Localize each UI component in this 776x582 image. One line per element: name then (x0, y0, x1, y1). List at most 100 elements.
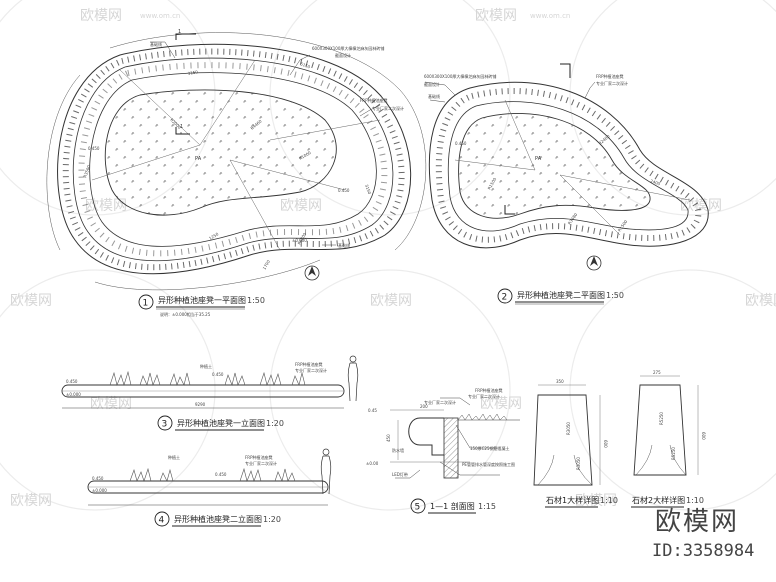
section-number-circle (410, 498, 426, 514)
elevation1-person-icon (347, 355, 359, 402)
detail2-dim: 600 (701, 432, 706, 440)
watermark-brand: 欧模网 (480, 396, 522, 412)
plan1-label-tile: 600X300X100厚大樟樟芝麻灰园林砖铺 (312, 45, 384, 51)
detail1-dim: R3050 (576, 457, 581, 470)
detail1-dim: R3050 (566, 422, 571, 435)
elevation1-level0: ±0.000 (66, 392, 81, 397)
elevation1-scale: 1:20 (266, 419, 284, 428)
watermark-badge: 欧模网 ID:3358984 (652, 507, 754, 561)
watermark-brand: 欧模网 (680, 198, 722, 214)
watermark-badge-brand: 欧模网 (655, 507, 739, 537)
elevation2-number: 4 (159, 516, 165, 526)
plan1-north-arrow-icon (304, 265, 320, 281)
plan1-planting-bed (104, 89, 337, 216)
plan1-dim: R3500 (82, 164, 91, 178)
plan1-dim: 5150 (300, 61, 312, 69)
detail2-dim: R5250 (671, 447, 676, 460)
section-dim-height: 450 (386, 434, 391, 442)
elevation1-drawing: 9290 0.450 ±0.000 0.450 种植土 FRP种植池座凳 专业厂… (61, 355, 359, 431)
plan1-dim: 3150 (187, 69, 198, 76)
section-label-frp2: 专业厂家二次深计 (468, 393, 500, 399)
plan2-north-arrow-icon (586, 255, 602, 271)
plan1-tile-ring (72, 57, 394, 262)
detail1-dim: 600 (603, 440, 608, 448)
section-label-frp3: 专业厂家二次深计 (424, 399, 456, 405)
plan1-section-mark-label: 1 (178, 29, 181, 35)
elevation2-person-icon (320, 448, 332, 495)
plan1-label-frp2: 专业厂家二次深计 (372, 105, 404, 111)
watermark-url: www.om.cn (530, 12, 570, 20)
watermark-brand: 欧模网 (370, 293, 412, 309)
watermark-brand: 欧模网 (10, 293, 52, 309)
section-number: 5 (415, 503, 421, 513)
plan1-dim: R4800 (297, 231, 308, 245)
plan1-dim: 3150 (364, 184, 372, 196)
plan1-title: 异形种植池座凳一平面图 (158, 295, 246, 305)
plan2-number: 2 (502, 293, 508, 303)
plan1-label-edge: 基础线 (150, 41, 162, 47)
plan1-label-tile2: 截面设计 (335, 52, 351, 58)
watermark-url: www.om.cn (140, 12, 180, 20)
section-frp-seat (408, 417, 444, 456)
elevation2-label-frp2: 专业厂家二次深计 (245, 460, 277, 466)
watermark-brand: 欧模网 (745, 293, 776, 309)
watermark-brand: 欧模网 (475, 8, 517, 24)
plan1-outer-outline (57, 43, 412, 275)
plan2-dim: 0.450 (455, 141, 467, 146)
plan2-label-tile: 600X300X100厚大樟樟芝麻灰园林砖铺 (424, 73, 496, 79)
elevation1-label-frp: FRP种植池座凳 (295, 361, 323, 367)
plan2-number-circle (497, 288, 513, 304)
section-drawing: 0.45 ±0.00 450 200 FRP种植池座凳 专业厂家二次深计 专业厂… (366, 387, 520, 514)
elevation2-plants (129, 467, 296, 482)
detail2-scale: 1:10 (686, 496, 704, 505)
plan1-section-mark (175, 33, 196, 135)
plan2-label-tile2: 截面设计 (424, 81, 440, 87)
elevation1-label-plant: 种植土 (200, 363, 212, 369)
section-label-frp: FRP种植池座凳 (475, 387, 503, 393)
plan2-dim: R1500 (617, 219, 629, 233)
watermark-brand: 欧模网 (90, 396, 132, 412)
elevation1-plants (109, 370, 306, 387)
plan2-label-frp2: 专业厂家二次深计 (596, 80, 628, 86)
plan1-number-circle (138, 294, 154, 310)
plan1-number: 1 (143, 299, 149, 309)
plan1-note: 说明：±0.000相当于35.25 (160, 311, 211, 317)
detail1-title: 石材1大样详图 (546, 495, 599, 505)
elevation1-label-frp2: 专业厂家二次深计 (295, 367, 327, 373)
watermark-brand: 欧模网 (80, 8, 122, 24)
elevation2-level0: ±0.000 (92, 488, 107, 493)
plan2-dim: R3480 (567, 212, 579, 226)
elevation2-level-label: 0.450 (215, 472, 227, 477)
detail2-dim: 275 (653, 370, 661, 375)
elevation2-level: 0.450 (92, 476, 104, 481)
section-label-led: LED灯带 (392, 471, 408, 477)
plan2-title: 异形种植池座凳二平面图 (517, 290, 605, 300)
section-scale: 1:15 (478, 502, 496, 511)
plan1-seat-ring (89, 72, 377, 247)
detail2-dim: R5250 (659, 412, 664, 425)
detail1-scale: 1:10 (600, 496, 618, 505)
plan1-scale: 1:50 (247, 296, 265, 305)
elevation1-dim: 9290 (195, 402, 206, 407)
plan1-dim: R1000 (298, 150, 312, 161)
watermark-texts: 欧模网 www.om.cn 欧模网 www.om.cn 欧模网 欧模网 欧模网 … (10, 8, 776, 509)
plan2-center-label: PA (535, 156, 542, 162)
elevation2-label-frp: FRP种植池座凳 (245, 454, 273, 460)
plan1-center-label: PA (195, 156, 202, 162)
plan2-scale: 1:50 (606, 291, 624, 300)
watermark-brand: 欧模网 (280, 198, 322, 214)
plan2-dim: 2400 (650, 178, 662, 186)
watermark-brand: 欧模网 (575, 493, 617, 509)
elevation1-level-label: 0.450 (212, 372, 224, 377)
detail2-title: 石材2大样详图 (632, 495, 685, 505)
section-dim-width: 200 (420, 404, 428, 409)
section-level-bottom: ±0.00 (366, 461, 379, 466)
detail1-dim: 350 (556, 379, 564, 384)
elevation2-number-circle (154, 511, 170, 527)
plan2-dim: R1500 (487, 176, 498, 190)
plan1-dim: 1250 (208, 231, 220, 241)
plan1-label-frp: FRP种植池座凳 (360, 97, 388, 103)
detail1-drawing: 350 600 R3050 R3050 石材1大样详图 1:10 (533, 379, 618, 508)
elevation1-number-circle (157, 415, 173, 431)
